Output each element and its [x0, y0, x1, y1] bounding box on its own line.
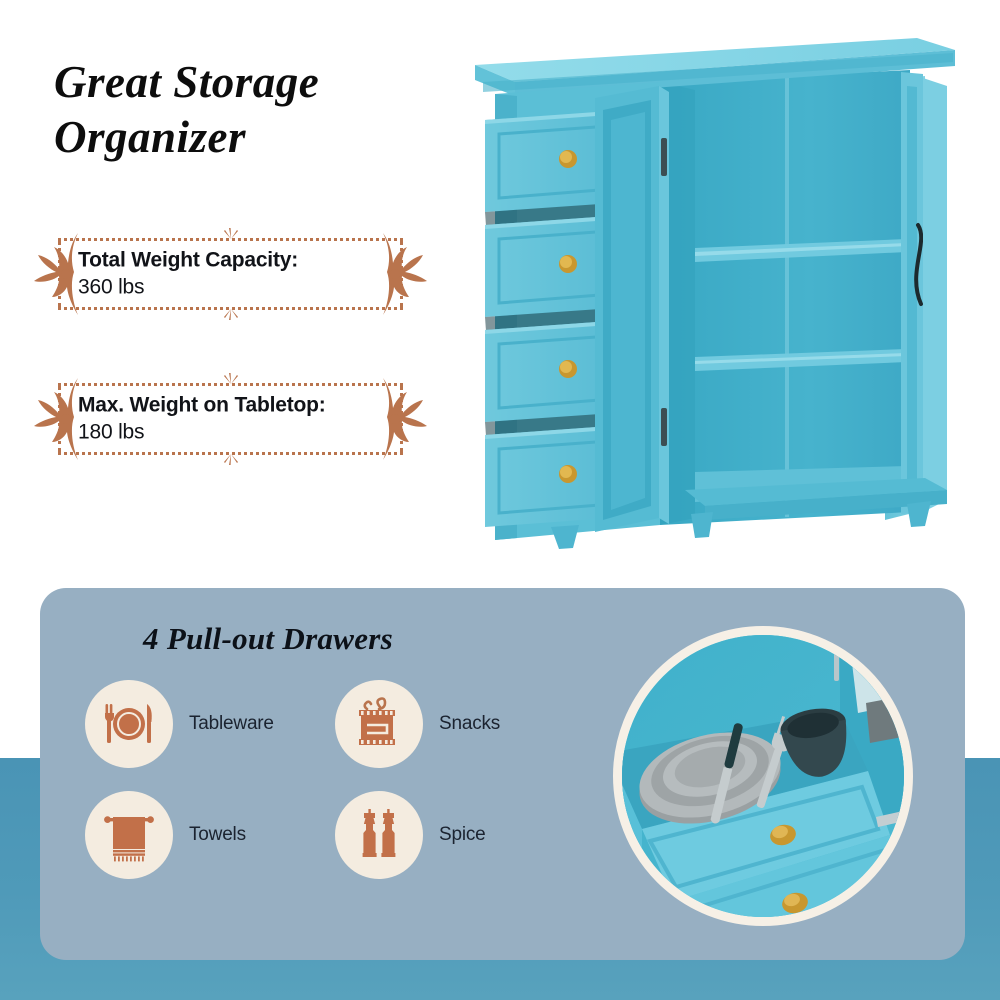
feature-icon-badge	[335, 680, 423, 768]
feature-label: Snacks	[439, 713, 501, 734]
page-title-line-2: Organizer	[54, 111, 247, 162]
flower-ornament-icon	[34, 378, 78, 460]
spec-value: 180 lbs	[78, 421, 145, 444]
panel-title: 4 Pull-out Drawers	[143, 621, 393, 656]
feature-grid: Tableware	[85, 680, 585, 879]
feature-row: Tableware	[85, 680, 585, 768]
feature-towels[interactable]: Towels	[85, 791, 335, 879]
snack-bag-icon	[359, 697, 395, 745]
feature-row: Towels	[85, 791, 585, 879]
cabinet-door-open-left	[595, 86, 669, 532]
sparkle-ornament-icon	[223, 228, 238, 239]
flower-ornament-icon	[34, 233, 78, 315]
spec-text: Max. Weight on Tabletop: 180 lbs	[78, 392, 326, 447]
spec-box-tabletop-weight: Max. Weight on Tabletop: 180 lbs	[34, 373, 427, 465]
sparkle-ornament-icon	[223, 454, 238, 465]
page-title: Great Storage Organizer	[54, 55, 454, 165]
feature-icon-badge	[85, 680, 173, 768]
feature-label: Spice	[439, 824, 486, 845]
hanging-towel-icon	[104, 816, 154, 862]
feature-snacks[interactable]: Snacks	[335, 680, 585, 768]
sparkle-ornament-icon	[223, 309, 238, 320]
spec-box-total-weight: Total Weight Capacity: 360 lbs	[34, 228, 427, 320]
drawer-detail-photo	[613, 626, 913, 926]
flower-ornament-icon	[383, 378, 427, 460]
spec-title: Total Weight Capacity:	[78, 248, 299, 272]
spec-title: Max. Weight on Tabletop:	[78, 393, 326, 417]
cabinet-door-open-right	[901, 72, 924, 514]
spec-text: Total Weight Capacity: 360 lbs	[78, 247, 298, 302]
bottom-feature-panel: 4 Pull-out Drawers	[40, 588, 965, 960]
page-title-line-1: Great Storage	[54, 57, 320, 107]
top-section: Great Storage Organizer Total Weight Cap…	[34, 38, 955, 549]
drawer-detail-illustration	[622, 635, 904, 917]
feature-icon-badge	[85, 791, 173, 879]
spec-value: 360 lbs	[78, 276, 145, 299]
feature-label: Towels	[189, 824, 246, 845]
feature-icon-badge	[335, 791, 423, 879]
plate-fork-knife-icon	[105, 704, 152, 743]
product-photo	[475, 38, 955, 549]
spice-grinders-icon	[362, 809, 396, 857]
flower-ornament-icon	[383, 233, 427, 315]
feature-tableware[interactable]: Tableware	[85, 680, 335, 768]
feature-spice[interactable]: Spice	[335, 791, 585, 879]
sparkle-ornament-icon	[223, 373, 238, 384]
feature-label: Tableware	[189, 713, 274, 734]
